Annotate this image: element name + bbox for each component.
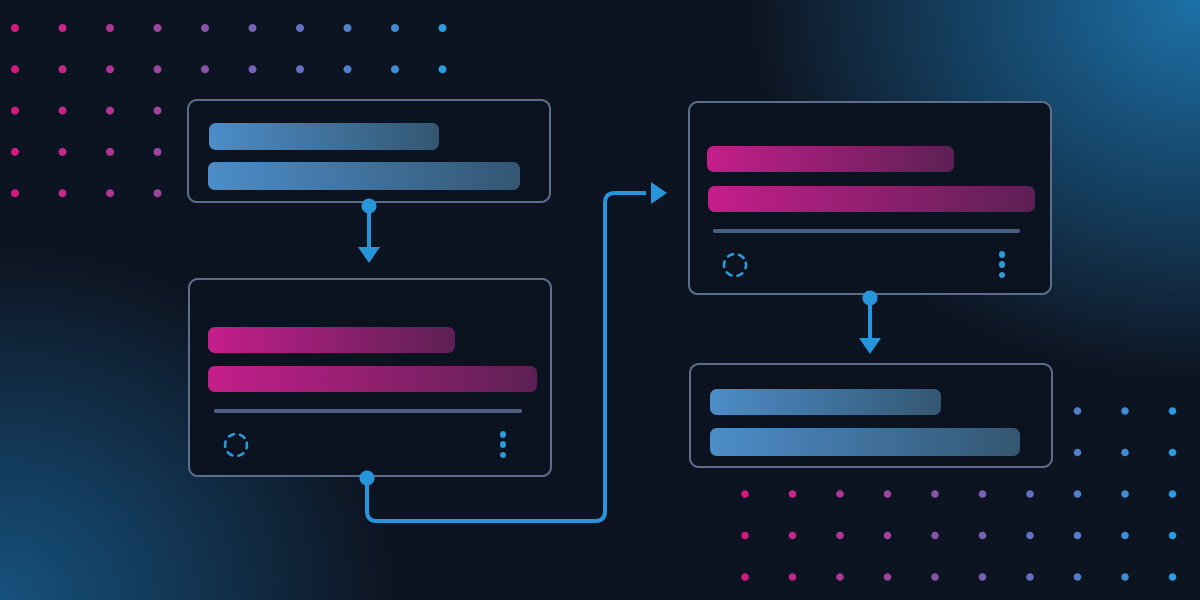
skeleton-bar [209, 123, 439, 150]
bottom-right-dot-grid-dot [1168, 448, 1177, 457]
bottom-right-dot-grid-dot [1121, 573, 1129, 581]
flow-node-4[interactable] [689, 363, 1053, 468]
top-left-dot-grid-dot [11, 65, 19, 74]
card-divider [713, 229, 1020, 233]
bottom-right-dot-grid-dot [836, 573, 844, 581]
bottom-right-dot-grid-dot [1073, 531, 1082, 540]
top-left-dot-grid-dot [248, 65, 257, 74]
skeleton-bar [710, 389, 941, 415]
bottom-right-dot-grid-dot [931, 573, 939, 581]
top-left-dot-grid-dot [106, 24, 114, 32]
top-left-dot-grid-dot [153, 24, 162, 32]
bottom-right-dot-grid-dot [978, 490, 987, 498]
top-left-dot-grid-dot [11, 106, 19, 115]
top-left-dot-grid-dot [153, 189, 162, 198]
skeleton-bar [208, 366, 537, 392]
top-left-dot-grid-dot [248, 24, 257, 32]
top-left-dot-grid-dot [106, 65, 114, 74]
bottom-right-dot-grid-dot [883, 531, 892, 540]
bottom-right-dot-grid-dot [741, 490, 749, 498]
top-left-dot-grid-dot [106, 147, 114, 156]
bottom-right-dot-grid-dot [836, 531, 844, 540]
flow-node-2[interactable] [188, 278, 552, 477]
bottom-right-dot-grid-dot [883, 573, 892, 581]
bottom-right-dot-grid-dot [1168, 490, 1177, 498]
top-left-dot-grid-dot [106, 106, 114, 115]
skeleton-bar [707, 146, 954, 172]
bottom-right-dot-grid-dot [1026, 573, 1034, 581]
top-left-dot-grid-dot [58, 147, 67, 156]
bottom-right-dot-grid-dot [1121, 448, 1129, 457]
bottom-right-dot-grid-dot [1073, 573, 1082, 581]
card-divider [214, 409, 522, 413]
bottom-right-dot-grid-dot [883, 490, 892, 498]
dashed-circle-icon [722, 252, 748, 278]
skeleton-bar [208, 162, 520, 190]
bottom-right-dot-grid-dot [788, 531, 797, 540]
top-left-dot-grid-dot [11, 24, 19, 32]
bottom-right-dot-grid-dot [1168, 407, 1177, 415]
top-left-dot-grid-dot [11, 189, 19, 198]
bottom-right-dot-grid-dot [1026, 490, 1034, 498]
top-left-dot-grid-dot [438, 24, 447, 32]
skeleton-bar [208, 327, 455, 353]
top-left-dot-grid-dot [58, 189, 67, 198]
top-left-dot-grid-dot [201, 24, 209, 32]
top-left-dot-grid-dot [296, 24, 304, 32]
top-left-dot-grid-dot [58, 65, 67, 74]
bottom-right-dot-grid-dot [788, 573, 797, 581]
bottom-right-dot-grid-dot [1168, 573, 1177, 581]
top-left-dot-grid-dot [153, 147, 162, 156]
bottom-right-dot-grid-dot [1073, 490, 1082, 498]
bottom-right-dot-grid-dot [788, 490, 797, 498]
bottom-right-dot-grid-dot [741, 573, 749, 581]
top-left-dot-grid-dot [391, 24, 399, 32]
kebab-menu-icon[interactable] [496, 431, 510, 458]
skeleton-bar [710, 428, 1020, 456]
top-left-dot-grid-dot [58, 106, 67, 115]
bottom-right-dot-grid-dot [741, 531, 749, 540]
bottom-right-dot-grid-dot [1026, 531, 1034, 540]
dashed-circle-icon [223, 432, 249, 458]
top-left-dot-grid-dot [201, 65, 209, 74]
kebab-menu-icon[interactable] [995, 251, 1009, 278]
skeleton-bar [708, 186, 1035, 212]
top-left-dot-grid-dot [343, 65, 352, 74]
flow-node-3[interactable] [688, 101, 1052, 295]
edge-node2-node3-arrowhead-icon [651, 182, 667, 204]
bottom-right-dot-grid-dot [931, 490, 939, 498]
top-left-dot-grid-dot [438, 65, 447, 74]
top-left-dot-grid-dot [343, 24, 352, 32]
top-left-dot-grid-dot [391, 65, 399, 74]
bottom-right-dot-grid-dot [978, 531, 987, 540]
bottom-right-dot-grid-dot [1121, 490, 1129, 498]
top-left-dot-grid-dot [153, 65, 162, 74]
bottom-right-dot-grid-dot [1121, 531, 1129, 540]
flow-node-1[interactable] [187, 99, 551, 203]
bottom-right-dot-grid-dot [1121, 407, 1129, 415]
bottom-right-dot-grid-dot [1073, 448, 1082, 457]
top-left-dot-grid-dot [11, 147, 19, 156]
edge-node1-node2-arrowhead-icon [358, 247, 380, 263]
bottom-right-dot-grid-dot [931, 531, 939, 540]
edge-node3-node4-arrowhead-icon [859, 338, 881, 354]
top-left-dot-grid-dot [153, 106, 162, 115]
bottom-right-dot-grid-dot [836, 490, 844, 498]
top-left-dot-grid-dot [58, 24, 67, 32]
bottom-right-dot-grid-dot [1168, 531, 1177, 540]
top-left-dot-grid-dot [106, 189, 114, 198]
bottom-right-dot-grid-dot [1073, 407, 1082, 415]
top-left-dot-grid-dot [296, 65, 304, 74]
bottom-right-dot-grid-dot [978, 573, 987, 581]
